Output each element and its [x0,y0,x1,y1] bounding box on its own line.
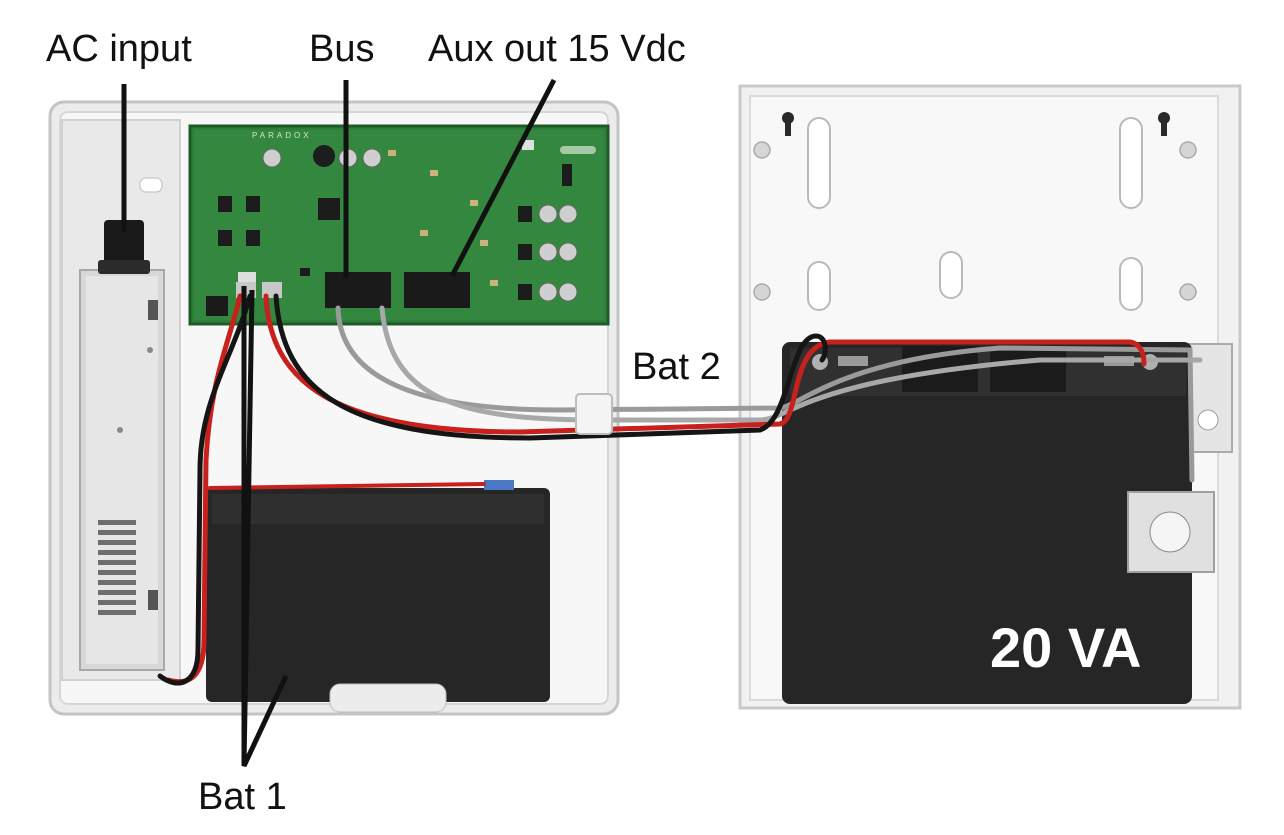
leader-bat1-second [241,289,255,767]
power-supply-module [79,269,165,671]
label-bat-2: Bat 2 [632,346,721,388]
board-brand: PARADOX [252,131,312,140]
ac-input-connector [98,220,150,274]
leader-aux-out [449,78,557,278]
label-bus: Bus [309,28,375,70]
label-battery-rating: 20 VA [990,616,1142,679]
battery-1 [206,480,550,713]
label-bat-1: Bat 1 [198,776,287,818]
leader-lines [121,78,557,768]
control-board: PARADOX [188,124,610,326]
label-aux-out: Aux out 15 Vdc [428,28,686,70]
wiring [157,293,1203,686]
wire-connector-block [575,393,613,435]
label-ac-input: AC input [46,28,192,70]
